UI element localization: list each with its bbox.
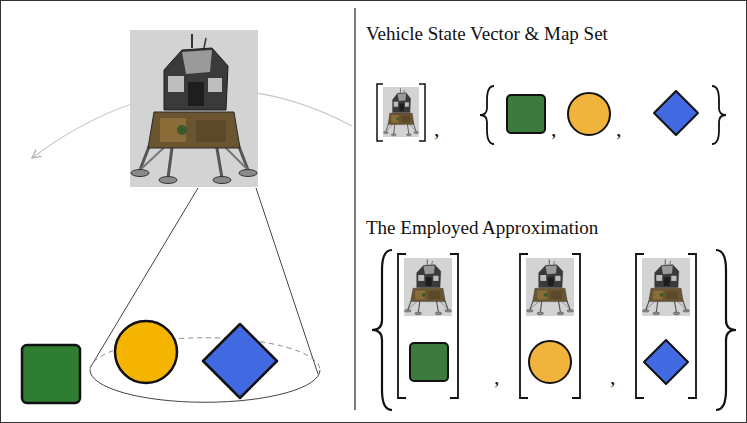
separator-comma: , xyxy=(494,366,500,388)
landmark-circle xyxy=(115,321,177,383)
map-shapes xyxy=(410,91,698,384)
sensor-cone xyxy=(256,188,318,374)
bracket xyxy=(377,84,383,141)
separator-comma: , xyxy=(434,118,440,140)
landers xyxy=(130,30,690,316)
heading: The Employed Approximation xyxy=(366,218,598,237)
separator-comma: , xyxy=(616,118,622,140)
lander-icon xyxy=(526,258,574,316)
bracket xyxy=(716,250,736,410)
landmark-square xyxy=(22,345,80,403)
landmark-diamond xyxy=(654,91,698,135)
landmark-diamond xyxy=(203,324,277,398)
landmark-square xyxy=(507,95,545,133)
bracket xyxy=(712,86,726,144)
landmark-circle xyxy=(568,93,610,135)
landmark-square xyxy=(410,343,448,381)
lander-icon xyxy=(404,258,452,316)
separator-comma: , xyxy=(610,366,616,388)
lander-icon xyxy=(130,30,258,187)
heading: Vehicle State Vector & Map Set xyxy=(366,24,608,43)
lander-icon xyxy=(383,87,419,137)
lander-icon xyxy=(642,258,690,316)
landmark-diamond xyxy=(644,340,688,384)
brackets xyxy=(372,84,736,410)
bracket xyxy=(419,84,425,141)
separator-comma: , xyxy=(551,118,557,140)
bracket xyxy=(372,250,392,410)
landmark-circle xyxy=(529,341,571,383)
divider xyxy=(354,8,355,410)
bracket xyxy=(480,86,494,144)
